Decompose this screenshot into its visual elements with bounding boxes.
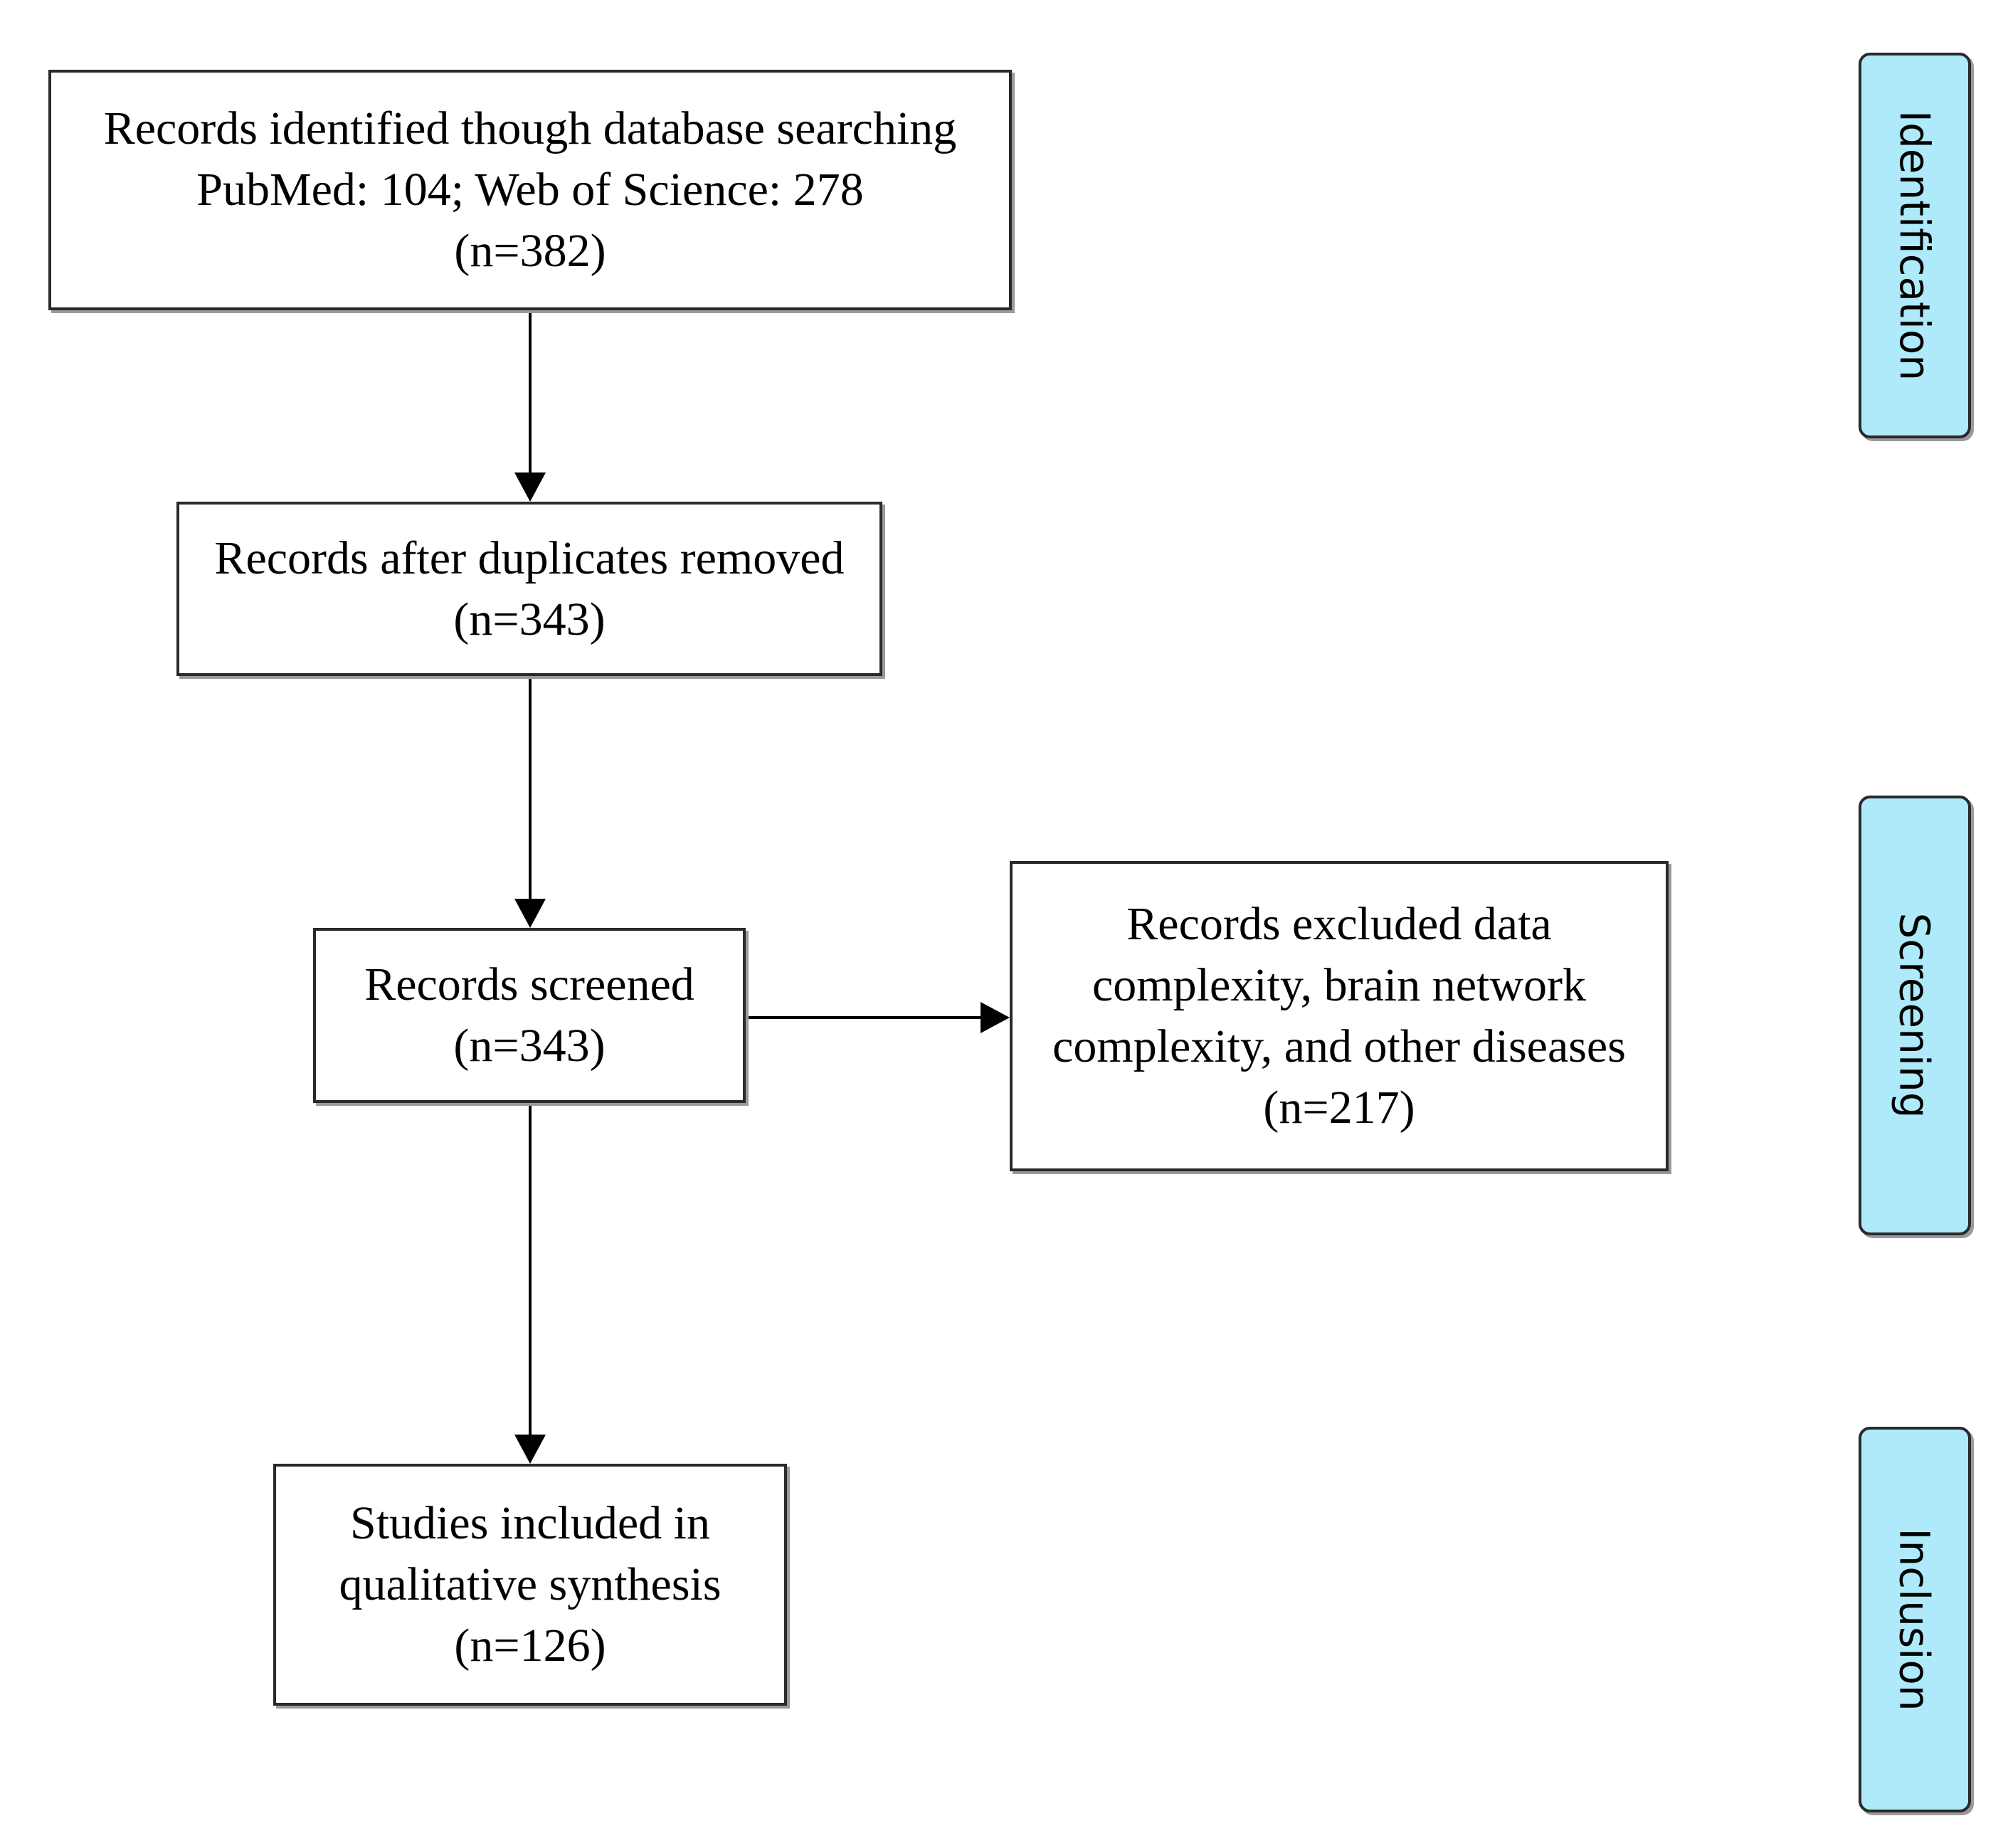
arrow-screened-to-included: [514, 1103, 546, 1464]
arrow-duplicates-to-screened: [514, 676, 546, 928]
arrow-identified-to-duplicates: [514, 310, 546, 502]
records-screened-count: (n=343): [453, 1020, 606, 1072]
records-identified-box: Records identified though database searc…: [48, 70, 1012, 310]
records-screened-box: Records screened (n=343): [313, 928, 746, 1103]
studies-included-line-1: Studies included in: [350, 1497, 710, 1549]
records-identified-line-2: PubMed: 104; Web of Science: 278: [196, 164, 864, 216]
records-excluded-line-1: Records excluded data: [1126, 898, 1552, 950]
studies-included-box: Studies included in qualitative synthesi…: [273, 1464, 787, 1706]
records-excluded-line-3: complexity, and other diseases: [1052, 1020, 1626, 1072]
records-excluded-count: (n=217): [1263, 1082, 1415, 1134]
records-screened-line-1: Records screened: [364, 959, 694, 1010]
phase-screening-label: Screening: [1891, 912, 1939, 1119]
phase-screening: Screening: [1859, 796, 1971, 1235]
records-excluded-box: Records excluded data complexity, brain …: [1010, 861, 1669, 1171]
phase-inclusion: Inclusion: [1859, 1427, 1971, 1812]
phase-inclusion-label: Inclusion: [1891, 1528, 1939, 1711]
phase-identification-label: Identification: [1891, 110, 1940, 381]
phase-identification: Identification: [1859, 53, 1971, 438]
records-after-duplicates-box: Records after duplicates removed (n=343): [176, 502, 882, 676]
studies-included-line-2: qualitative synthesis: [339, 1558, 722, 1610]
records-excluded-line-2: complexity, brain network: [1092, 959, 1587, 1011]
records-identified-line-1: Records identified though database searc…: [103, 102, 957, 154]
records-after-duplicates-line-1: Records after duplicates removed: [214, 532, 845, 584]
records-identified-count: (n=382): [454, 225, 606, 277]
arrow-screened-to-excluded: [746, 1002, 1010, 1033]
records-after-duplicates-count: (n=343): [453, 593, 606, 645]
studies-included-count: (n=126): [454, 1620, 606, 1672]
